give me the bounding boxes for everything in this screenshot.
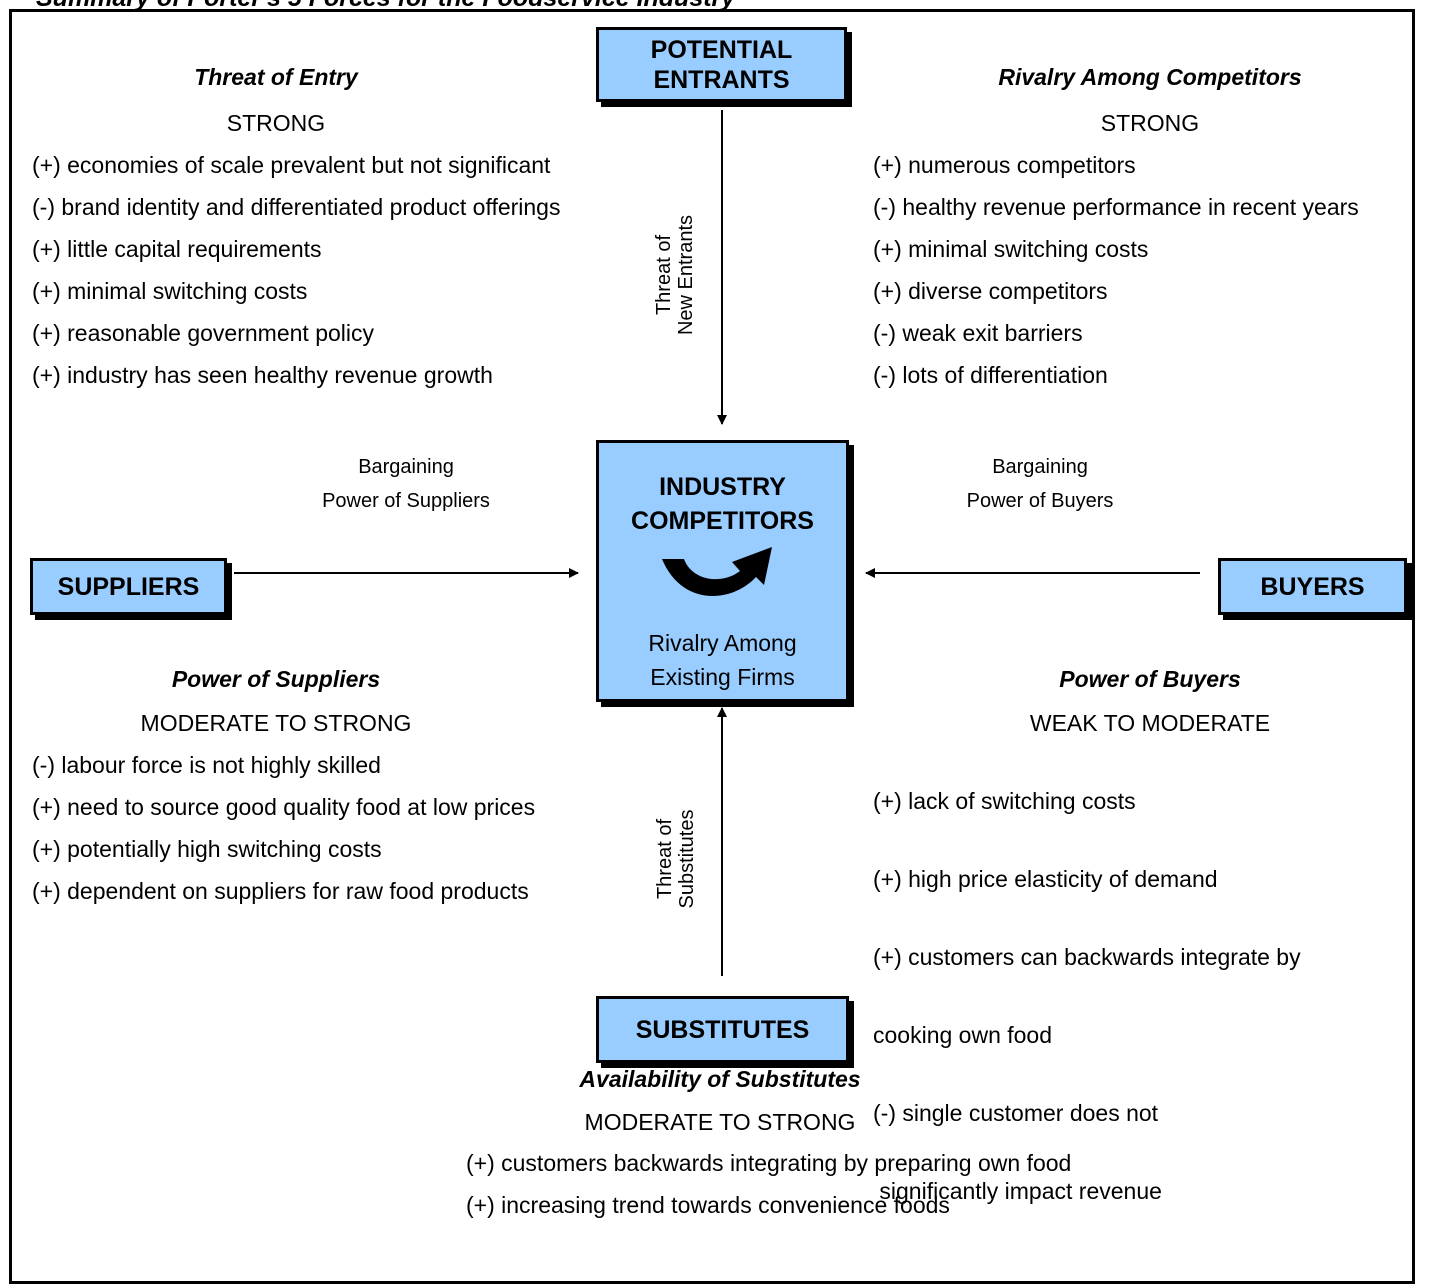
power-of-buyers-list: (+) lack of switching costs (+) high pri… <box>873 744 1301 1248</box>
list-item: (-) weak exit barriers <box>873 320 1083 346</box>
rivalry-cycle-icon <box>662 547 772 597</box>
list-item: (+) minimal switching costs <box>32 278 308 304</box>
substitutes-rating: MODERATE TO STRONG <box>584 1109 856 1135</box>
list-item: (-) labour force is not highly skilled <box>32 752 381 778</box>
power-of-suppliers-heading: Power of Suppliers <box>171 666 381 692</box>
list-item: (+) diverse competitors <box>873 278 1108 304</box>
rivalry-sub-label: Rivalry Among Existing Firms <box>648 630 797 690</box>
list-item: (-) healthy revenue performance in recen… <box>873 194 1359 220</box>
power-of-buyers-heading: Power of Buyers <box>1059 666 1241 692</box>
list-item: (-) single customer does not <box>873 1100 1159 1126</box>
list-item: (+) numerous competitors <box>873 152 1136 178</box>
list-item: (+) minimal switching costs <box>873 236 1149 262</box>
list-item: (-) lots of differentiation <box>873 362 1108 388</box>
list-item: (+) potentially high switching costs <box>32 836 382 862</box>
substitutes-label: SUBSTITUTES <box>635 1015 810 1044</box>
list-item: (+) dependent on suppliers for raw food … <box>32 878 529 904</box>
list-item: (+) need to source good quality food at … <box>32 794 536 820</box>
list-item: (+) customers backwards integrating by p… <box>466 1150 1072 1176</box>
potential-entrants-box: POTENTIAL ENTRANTS <box>596 27 847 102</box>
bargaining-suppliers-label: Bargaining Power of Suppliers <box>322 456 490 512</box>
suppliers-label: SUPPLIERS <box>57 572 200 601</box>
list-item: significantly impact revenue <box>873 1178 1162 1204</box>
page-title: Summary of Porter's 5 Forces for the Foo… <box>36 0 735 13</box>
list-item: (+) economies of scale prevalent but not… <box>32 152 551 178</box>
substitutes-box: SUBSTITUTES <box>596 996 849 1063</box>
buyers-box: BUYERS <box>1218 558 1407 615</box>
list-item: (+) customers can backwards integrate by <box>873 944 1301 970</box>
buyers-label: BUYERS <box>1260 572 1365 601</box>
power-of-suppliers-rating: MODERATE TO STRONG <box>140 710 412 736</box>
substitutes-list: (+) customers backwards integrating by p… <box>466 1142 1071 1226</box>
list-item: (+) increasing trend towards convenience… <box>466 1192 950 1218</box>
list-item: (+) high price elasticity of demand <box>873 866 1218 892</box>
threat-of-entry-rating: STRONG <box>226 110 326 136</box>
list-item: (+) little capital requirements <box>32 236 322 262</box>
list-item: cooking own food <box>873 1022 1053 1048</box>
rivalry-list: (+) numerous competitors (-) healthy rev… <box>873 144 1359 396</box>
suppliers-box: SUPPLIERS <box>30 558 227 615</box>
potential-entrants-label: POTENTIAL ENTRANTS <box>650 35 793 94</box>
list-item: (+) reasonable government policy <box>32 320 374 346</box>
list-item: (+) lack of switching costs <box>873 788 1136 814</box>
list-item: (+) industry has seen healthy revenue gr… <box>32 362 493 388</box>
power-of-suppliers-list: (-) labour force is not highly skilled (… <box>32 744 535 912</box>
industry-competitors-label: INDUSTRY COMPETITORS <box>631 473 814 535</box>
threat-of-entry-list: (+) economies of scale prevalent but not… <box>32 144 560 396</box>
rivalry-heading: Rivalry Among Competitors <box>998 64 1302 90</box>
list-item: (-) brand identity and differentiated pr… <box>32 194 561 220</box>
threat-of-entry-heading: Threat of Entry <box>194 64 358 90</box>
threat-substitutes-label: Threat of Substitutes <box>654 809 698 909</box>
bargaining-buyers-label: Bargaining Power of Buyers <box>966 456 1114 512</box>
threat-new-entrants-label: Threat of New Entrants <box>653 214 697 336</box>
power-of-buyers-rating: WEAK TO MODERATE <box>1029 710 1271 736</box>
substitutes-heading: Availability of Substitutes <box>579 1066 861 1092</box>
rivalry-rating: STRONG <box>1100 110 1200 136</box>
industry-competitors-box: INDUSTRY COMPETITORS Rivalry Among Exist… <box>596 440 849 702</box>
